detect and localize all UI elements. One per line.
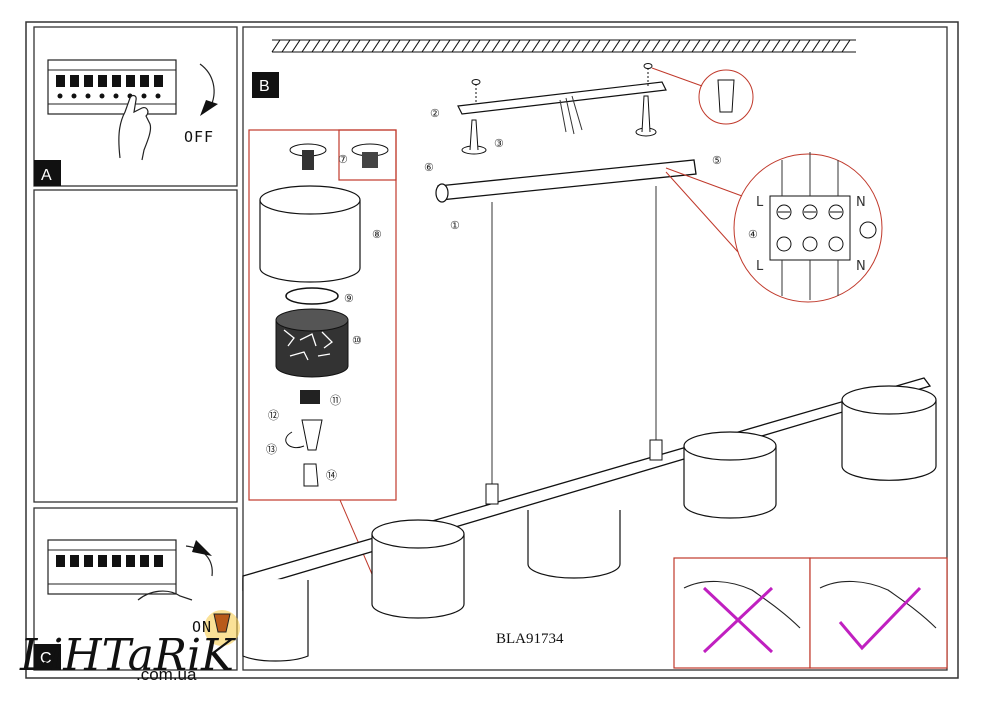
step-3: ③ (494, 137, 504, 150)
rotate-arrow-icon (185, 545, 213, 577)
panel-b: B (242, 26, 948, 671)
terminal-n-top: N (856, 195, 866, 210)
watermark: LiHTaRiK .com.ua (19, 630, 236, 684)
fabric-shade-icon (259, 185, 361, 283)
screw-icon (461, 119, 487, 155)
terminal-l-top: L (756, 195, 764, 210)
step-10: ⑩ (352, 334, 362, 347)
step-8: ⑧ (372, 228, 382, 241)
lamp-shade (683, 431, 777, 519)
canopy-rail (435, 159, 697, 484)
step-9: ⑨ (344, 292, 354, 305)
rotate-arrow-icon (285, 431, 305, 448)
panel-blank (33, 189, 238, 503)
bulb-icon (303, 463, 319, 487)
parts-callout (248, 129, 397, 589)
wrong-handling-box (673, 557, 811, 669)
lamp-shade (527, 510, 621, 579)
terminal-l-bottom: L (756, 259, 764, 274)
step-13: ⑬ (266, 443, 277, 456)
panel-b-label: B (259, 78, 270, 95)
hand-icon (137, 590, 193, 601)
watermark-brand: LiHTaRiK (19, 630, 236, 681)
step-6: ⑥ (424, 161, 434, 174)
socket-cup-icon (289, 143, 327, 170)
mounting-bracket (457, 63, 667, 135)
model-number: BLA91734 (496, 631, 564, 647)
step-2: ② (430, 107, 440, 120)
lamp-shade (841, 385, 937, 481)
socket-ring-icon (351, 143, 389, 168)
panel-a-label: A (41, 167, 52, 184)
hand-icon (683, 580, 801, 629)
lamp-icon (213, 613, 231, 633)
bulb-socket-icon (301, 419, 323, 451)
wall-plug-icon (717, 79, 735, 113)
switch-state-on: ON (192, 618, 212, 636)
ceiling-hatch (271, 39, 856, 53)
step-12: ⑫ (268, 409, 279, 422)
ground-icon (859, 221, 877, 239)
lamp-shade (371, 519, 465, 619)
breaker-box-icon (47, 539, 177, 595)
panel-c-label: C (40, 650, 52, 667)
right-handling-box (809, 557, 948, 669)
watermark-domain: .com.ua (136, 665, 197, 684)
step-5: ⑤ (712, 154, 722, 167)
step-1: ① (450, 219, 460, 232)
switch-state-off: OFF (184, 128, 214, 146)
screw-icon (635, 95, 657, 137)
step-4: ④ (748, 228, 758, 241)
step-14: ⑭ (326, 469, 337, 482)
page-frame (25, 21, 959, 679)
light-bar (242, 377, 937, 662)
terminal-n-bottom: N (856, 259, 866, 274)
panel-c: ON C (33, 507, 240, 671)
step-11: ⑪ (330, 394, 341, 407)
panel-a: OFF A (33, 26, 238, 187)
patterned-inner-shade-icon (275, 308, 349, 378)
terminal-block (769, 195, 851, 261)
wiring-callout: L N L N (665, 152, 883, 303)
lamp-shade (242, 578, 309, 662)
hand-icon (118, 94, 152, 161)
lock-ring-icon (300, 390, 320, 404)
check-mark (838, 586, 922, 651)
step-labels: ① ② ③ ④ ⑤ ⑥ ⑦ ⑧ ⑨ ⑩ ⑪ ⑫ ⑬ ⑭ (266, 107, 758, 482)
step-7: ⑦ (338, 153, 348, 166)
hand-icon (819, 580, 937, 629)
ring-washer-icon (285, 287, 339, 305)
breaker-box-icon (47, 59, 177, 115)
